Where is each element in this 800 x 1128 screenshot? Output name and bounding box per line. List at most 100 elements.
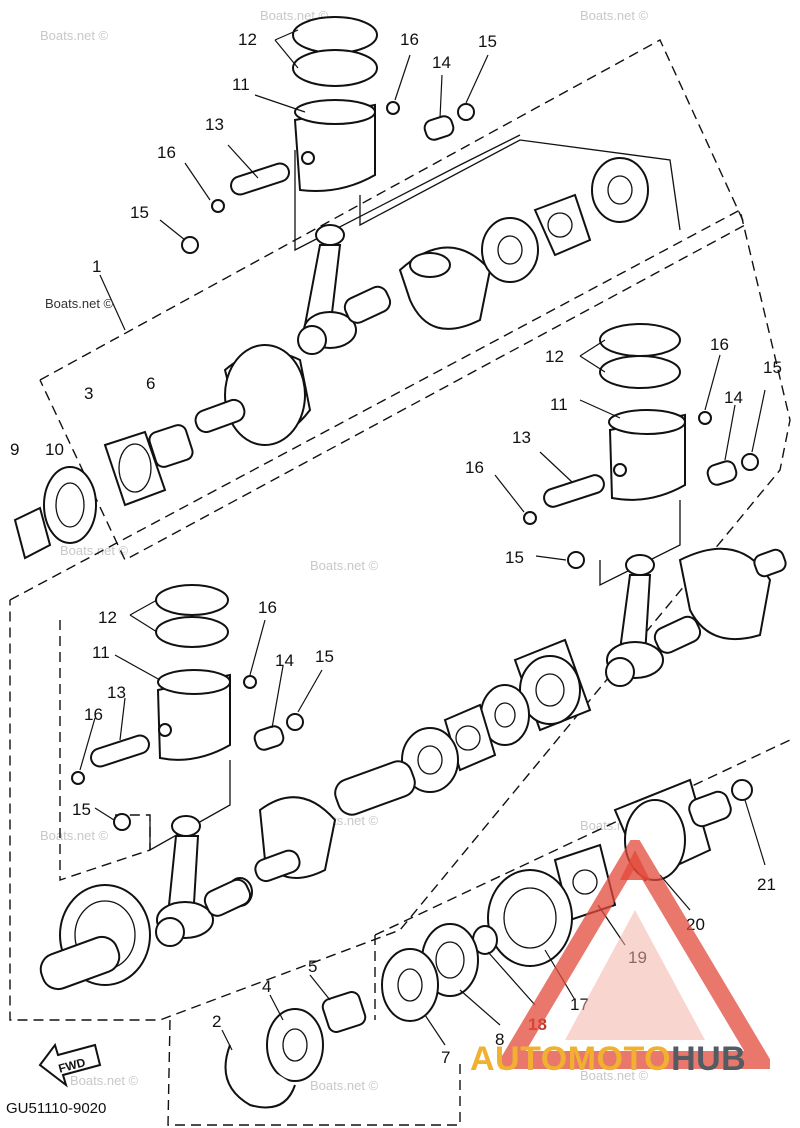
labyrinth-seal xyxy=(13,506,52,560)
circlip xyxy=(386,101,400,115)
connecting-rod-top xyxy=(297,224,392,355)
watermark: Boats.net © xyxy=(70,1073,139,1088)
washer xyxy=(286,713,304,731)
crankshaft-upper xyxy=(13,157,649,560)
callout-13: 13 xyxy=(107,683,126,702)
washer xyxy=(457,103,475,121)
callout-16: 16 xyxy=(400,30,419,49)
collar xyxy=(321,991,367,1033)
callout-16: 16 xyxy=(465,458,484,477)
callout-11: 11 xyxy=(550,395,568,414)
callout-12: 12 xyxy=(98,608,117,627)
callout-16: 16 xyxy=(258,598,277,617)
callout-15: 15 xyxy=(505,548,524,567)
crank-shaft xyxy=(194,398,246,434)
piston-set-left xyxy=(71,584,304,852)
bearing xyxy=(591,157,649,223)
watermark: Boats.net © xyxy=(580,8,649,23)
bearing xyxy=(481,217,539,283)
bearing-housing xyxy=(381,948,439,1022)
needle-bearing xyxy=(253,725,285,751)
callout-8: 8 xyxy=(495,1030,504,1049)
callout-14: 14 xyxy=(432,53,451,72)
bearing xyxy=(266,1008,324,1082)
callout-10: 10 xyxy=(45,440,64,459)
watermark: Boats.net © xyxy=(310,558,379,573)
callout-4: 4 xyxy=(262,977,271,996)
labyrinth-seal xyxy=(533,193,592,257)
piston-pin xyxy=(90,734,150,768)
crank-shaft xyxy=(334,760,416,816)
needle-bearing xyxy=(103,430,167,507)
callout-15: 15 xyxy=(315,647,334,666)
crank-shaft xyxy=(39,935,121,991)
callout-1: 1 xyxy=(92,257,101,276)
circlip xyxy=(243,675,257,689)
watermark-label: Boats.net © xyxy=(45,296,114,311)
callout-15: 15 xyxy=(72,800,91,819)
callout-6: 6 xyxy=(146,374,155,393)
brand-wordmark: AUTOMOTOHUB xyxy=(470,1040,746,1079)
bearing xyxy=(401,727,459,793)
callout-7: 7 xyxy=(441,1048,450,1067)
piston-pin xyxy=(230,162,290,196)
callout-16: 16 xyxy=(157,143,176,162)
bearing xyxy=(148,424,194,468)
washer xyxy=(181,236,199,254)
washer xyxy=(741,453,759,471)
circlip xyxy=(71,771,85,785)
crank-shaft xyxy=(753,548,787,578)
piston xyxy=(293,103,376,192)
callout-16: 16 xyxy=(710,335,729,354)
fwd-label: FWD xyxy=(57,1055,87,1076)
callout-12: 12 xyxy=(545,347,564,366)
piston-ring xyxy=(155,584,229,616)
piston-ring xyxy=(155,616,229,648)
callout-12: 12 xyxy=(238,30,257,49)
callout-14: 14 xyxy=(275,651,294,670)
rotor xyxy=(487,869,573,967)
callout-11: 11 xyxy=(232,75,250,94)
snap-ring xyxy=(224,1044,296,1109)
circlip xyxy=(698,411,712,425)
callout-15: 15 xyxy=(130,203,149,222)
watermark: Boats.net © xyxy=(40,828,109,843)
callout-21: 21 xyxy=(757,875,776,894)
rotor-assembly xyxy=(224,778,753,1109)
callout-15: 15 xyxy=(478,32,497,51)
watermark: Boats.net © xyxy=(310,1078,379,1093)
piston-pin xyxy=(543,474,605,508)
washer xyxy=(113,813,131,831)
connecting-rod-left xyxy=(155,815,252,947)
crankshaft-lower xyxy=(39,884,151,991)
piston-set-top xyxy=(181,16,681,254)
watermark: Boats.net © xyxy=(40,28,109,43)
needle-bearing xyxy=(706,460,738,486)
watermark: Boats.net © xyxy=(60,543,129,558)
piston-ring xyxy=(292,16,378,54)
brand-part-1: AUTOMOTO xyxy=(470,1040,672,1078)
piston-ring xyxy=(292,49,378,87)
callout-9: 9 xyxy=(10,440,19,459)
circlip xyxy=(523,511,537,525)
callout-11: 11 xyxy=(92,643,110,662)
diagram-code: GU51110-9020 xyxy=(6,1100,107,1117)
piston xyxy=(608,413,686,501)
callout-14: 14 xyxy=(724,388,743,407)
piston-ring xyxy=(599,355,681,389)
crankshaft-middle xyxy=(227,547,787,907)
callout-16: 16 xyxy=(84,705,103,724)
automotohub-logo xyxy=(500,840,770,1069)
oil-seal xyxy=(43,466,97,544)
piston-set-right xyxy=(523,323,759,587)
brand-part-2: HUB xyxy=(671,1040,747,1078)
callout-3: 3 xyxy=(84,384,93,403)
leader-lines xyxy=(79,29,766,1051)
callout-2: 2 xyxy=(212,1012,221,1031)
washer xyxy=(731,779,753,801)
callout-13: 13 xyxy=(512,428,531,447)
callout-5: 5 xyxy=(308,957,317,976)
crank-web xyxy=(678,547,772,641)
connecting-rod-right xyxy=(605,554,702,687)
